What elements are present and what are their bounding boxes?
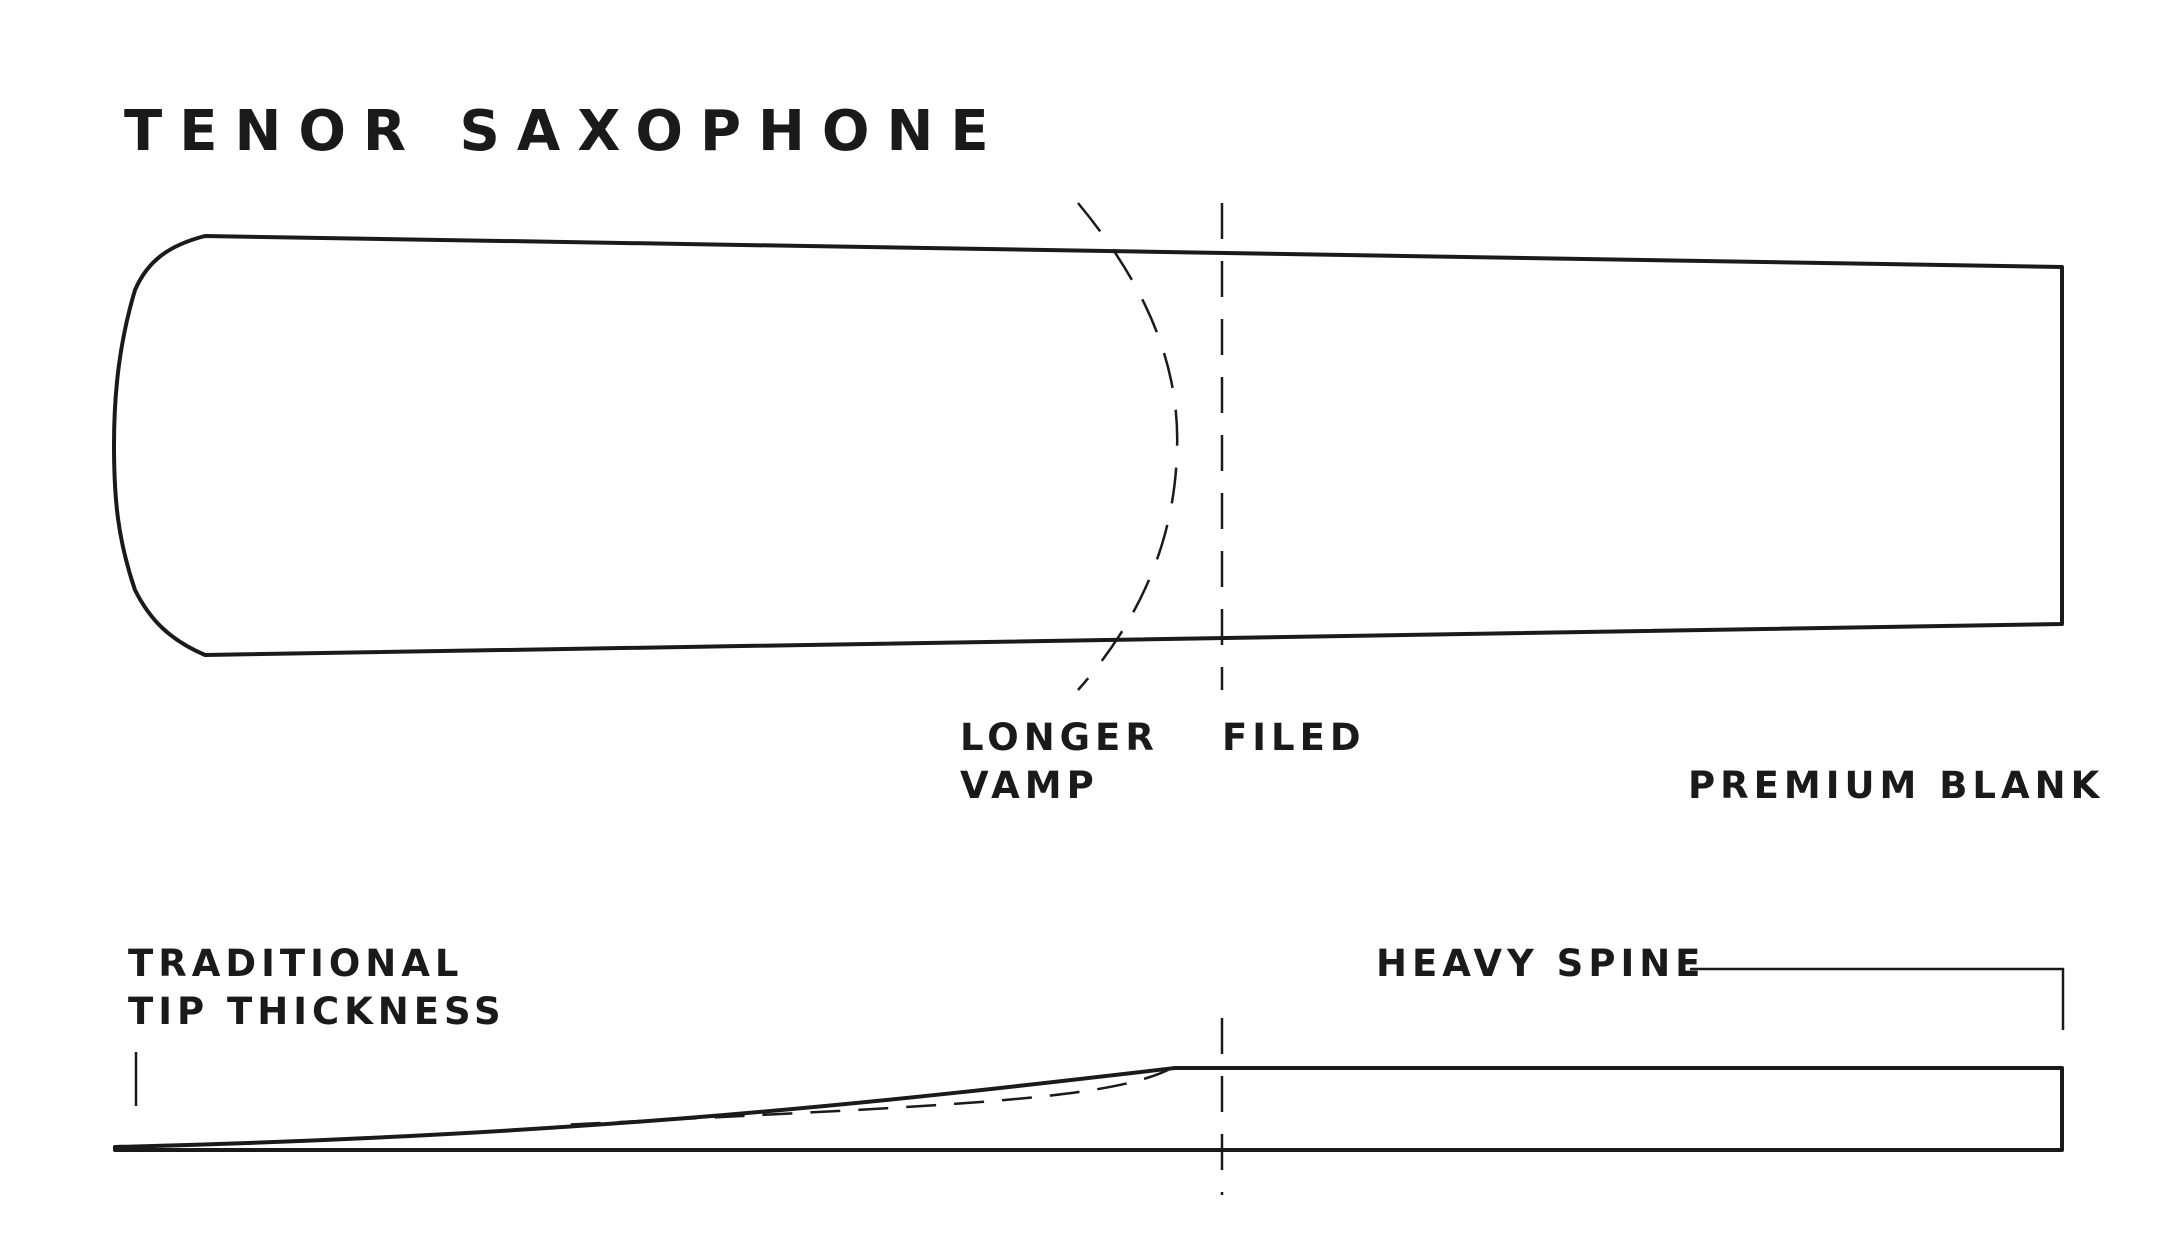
- traditional-tip-thickness-label: TRADITIONAL TIP THICKNESS: [128, 940, 506, 1036]
- traditional-tip-label-line2: TIP THICKNESS: [128, 990, 506, 1033]
- longer-vamp-label-line2: VAMP: [960, 764, 1099, 807]
- reed-side-profile: [113, 1066, 2064, 1152]
- longer-vamp-arc: [1077, 202, 1179, 691]
- reed-top-outline: [112, 234, 2064, 657]
- diagram-title: TENOR SAXOPHONE: [124, 99, 1006, 164]
- filed-label: FILED: [1222, 716, 1366, 759]
- longer-vamp-label-line1: LONGER: [960, 716, 1159, 759]
- longer-vamp-label: LONGER VAMP: [960, 714, 1159, 810]
- premium-blank-label: PREMIUM BLANK: [1688, 764, 2105, 807]
- traditional-tip-label-line1: TRADITIONAL: [128, 942, 464, 985]
- heavy-spine-label: HEAVY SPINE: [1376, 942, 1706, 985]
- vamp-profile-dashed: [559, 1066, 1173, 1127]
- heavy-spine-leader-line: [1690, 967, 2065, 1030]
